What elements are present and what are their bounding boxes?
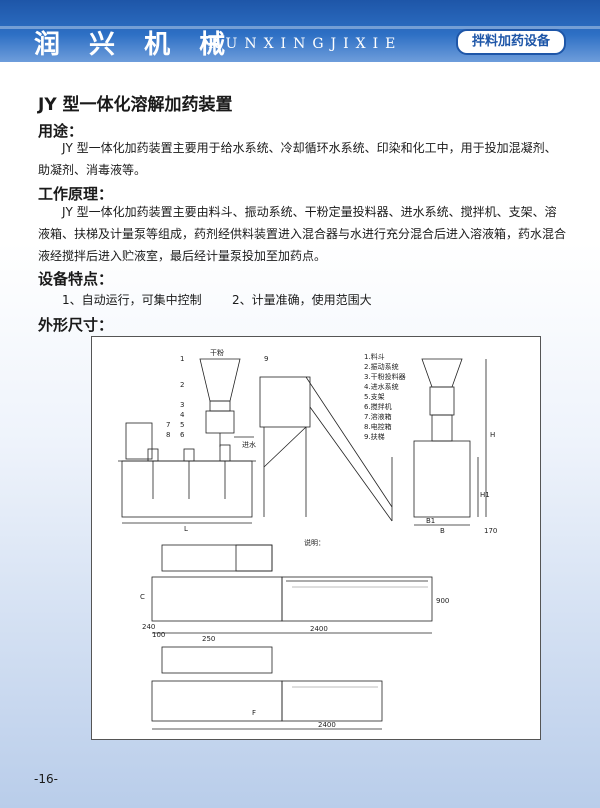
plan2-tank (151, 680, 283, 722)
platform-frame (259, 376, 311, 428)
callout-4: 4 (180, 411, 185, 419)
callout-9: 9 (264, 355, 268, 363)
label-dim-250: 250 (202, 635, 215, 643)
feature-item-1: 1、自动运行，可集中控制 (62, 293, 202, 307)
legend-item: 6.搅拌机 (364, 402, 392, 411)
usage-heading: 用途： (38, 122, 84, 140)
page-title: JY 型一体化溶解加药装置 (38, 95, 233, 115)
feature-item-2: 2、计量准确，使用范围大 (232, 293, 372, 307)
label-dim-H1: H1 (480, 491, 490, 499)
label-water-inlet: 进水 (242, 440, 256, 449)
label-dim-F: F (252, 709, 256, 717)
brace (263, 426, 307, 468)
vibration-unit (205, 410, 235, 434)
label-dim-2400-1: 2400 (310, 625, 328, 633)
front-feeder (429, 386, 455, 416)
callout-2: 2 (180, 381, 184, 389)
solution-tank (121, 460, 253, 518)
callout-5: 5 (180, 421, 184, 429)
category-badge: 拌料加药设备 (456, 29, 566, 55)
usage-text: JY 型一体化加药装置主要用于给水系统、冷却循环水系统、印染和化工中，用于投加混… (38, 141, 557, 177)
label-dim-B1: B1 (426, 517, 435, 525)
legend-item: 1.料斗 (364, 352, 385, 361)
page-header: 润 兴 机 械 RUNXINGJIXIE 拌料加药设备 (0, 0, 600, 62)
legend-item: 2.振动系统 (364, 362, 399, 371)
plan2-upper (161, 646, 273, 674)
drawing-legend: 1.料斗2.振动系统3.干粉投料器4.进水系统5.支架6.搅拌机7.溶液箱8.电… (364, 352, 406, 441)
label-dim-2400-2: 2400 (318, 721, 336, 729)
stair-stringer (309, 406, 393, 522)
plan2-stair (281, 680, 383, 722)
principle-text: JY 型一体化加药装置主要由料斗、振动系统、干粉定量投料器、进水系统、搅拌机、支… (38, 205, 567, 263)
plan1-tank (151, 576, 283, 622)
drawing-svg: 干粉 进水 L B B1 H H1 170 2400 2400 900 240 … (118, 348, 497, 730)
label-dim-H: H (490, 431, 495, 439)
plan1-stair (281, 576, 433, 622)
legend-item: 8.电控箱 (364, 422, 392, 431)
label-dim-900: 900 (436, 597, 449, 605)
callout-8: 8 (166, 431, 170, 439)
brand-pinyin: RUNXINGJIXIE (208, 36, 403, 52)
label-dim-170: 170 (484, 527, 497, 535)
dimensions-heading: 外形尺寸： (38, 316, 114, 334)
plan1-upper-left (161, 544, 273, 572)
label-dim-B: B (440, 527, 445, 535)
callout-7: 7 (166, 421, 170, 429)
plan1-upper-right (235, 544, 273, 572)
legend-item: 4.进水系统 (364, 382, 399, 391)
callout-6: 6 (180, 431, 185, 439)
stair-rail-top (305, 376, 393, 508)
legend-item: 7.溶液箱 (364, 412, 392, 421)
mixer-motor-3 (219, 444, 231, 462)
front-mixer-housing (431, 414, 453, 442)
technical-drawing: 干粉 进水 L B B1 H H1 170 2400 2400 900 240 … (91, 336, 541, 740)
label-dim-L: L (184, 525, 188, 533)
page-number: -16- (34, 772, 58, 786)
legend-item: 5.支架 (364, 392, 385, 401)
label-dim-240: 240 (142, 623, 155, 631)
callout-1: 1 (180, 355, 184, 363)
label-dry-powder: 干粉 (210, 348, 224, 357)
front-tank (413, 440, 471, 518)
control-box (125, 422, 153, 460)
features-heading: 设备特点： (38, 270, 114, 288)
legend-item: 9.扶梯 (364, 432, 385, 441)
header-stripe (0, 26, 600, 29)
feeder-block (209, 400, 231, 412)
callout-3: 3 (180, 401, 184, 409)
brand-name: 润 兴 机 械 (34, 30, 236, 60)
mixer-motor-2 (183, 448, 195, 462)
label-dim-C: C (140, 593, 145, 601)
legend-item: 3.干粉投料器 (364, 372, 406, 381)
notes-title: 说明： (304, 538, 325, 547)
label-dim-100: 100 (152, 631, 165, 639)
hopper-outline (199, 358, 241, 402)
front-hopper (421, 358, 463, 388)
principle-heading: 工作原理： (38, 185, 114, 203)
